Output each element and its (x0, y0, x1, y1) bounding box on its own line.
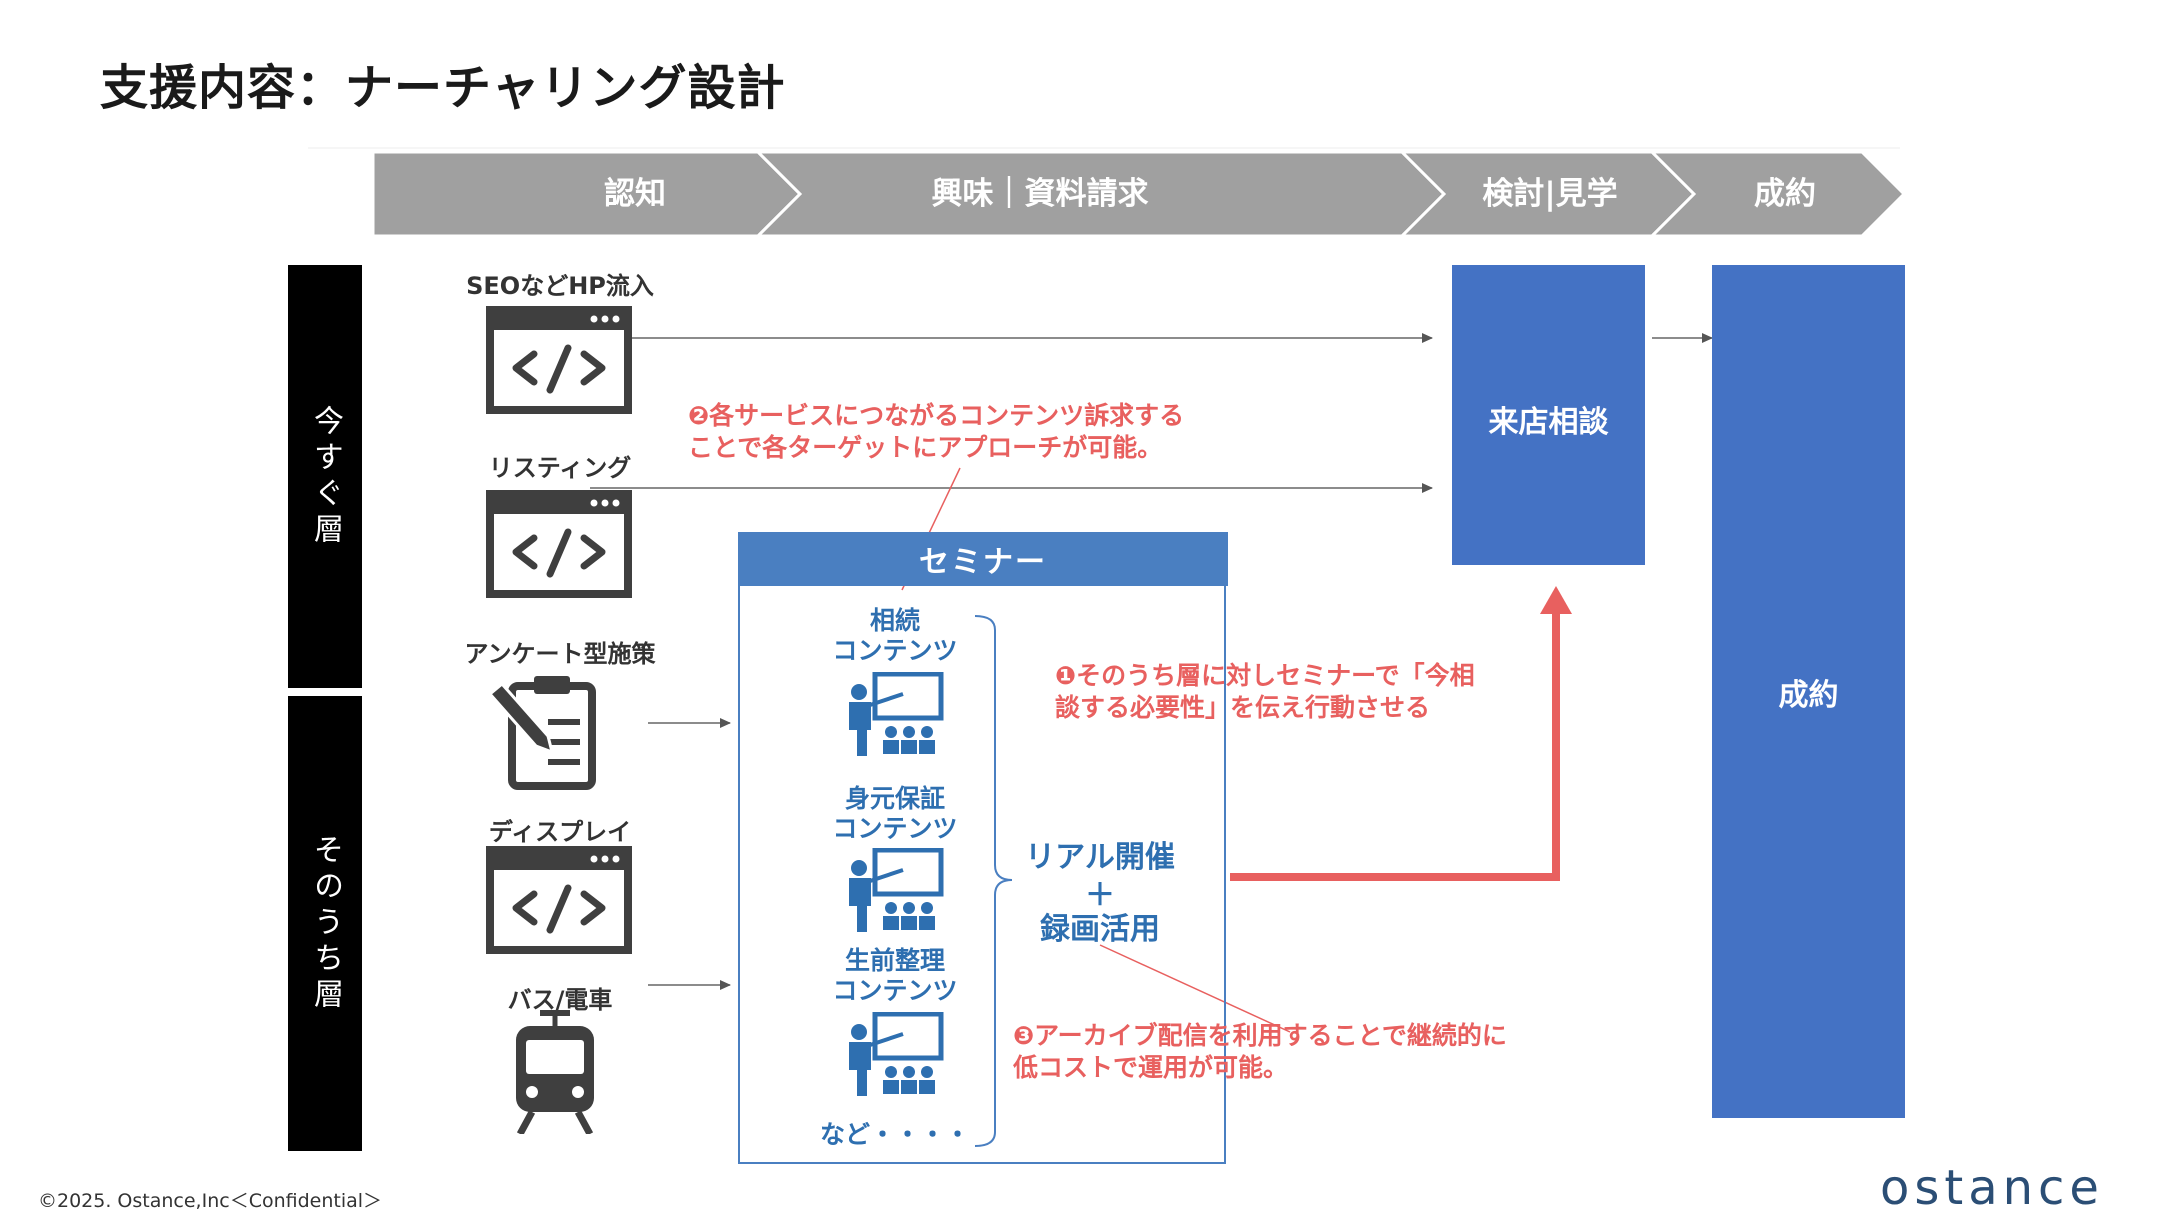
stage-chevrons (371, 150, 1907, 238)
channel-label-bus: バス/電車 (507, 986, 613, 1014)
seminar-item-cleanup: 生前整理 コンテンツ (832, 946, 958, 1005)
seminar-panel (738, 586, 1226, 1164)
recording-label: 録画活用 (1040, 912, 1160, 947)
channel-label-seo: SEOなどHP流入 (466, 272, 654, 300)
seminar-item-etc: など・・・・ (819, 1120, 970, 1149)
code-window-icon (486, 846, 632, 954)
stage-label-consider: 検討|見学 (1482, 176, 1618, 212)
stage-label-interest: 興味｜資料請求 (931, 176, 1149, 212)
survey-pencil-icon (488, 676, 596, 790)
code-window-icon (486, 306, 632, 414)
note-1: ❶そのうち層に対しセミナーで「今相 談する必要性」を伝え行動させる (1055, 661, 1475, 722)
real-event-label: リアル開催 (1025, 840, 1175, 875)
code-window-icon (486, 490, 632, 598)
stage-label-awareness: 認知 (604, 176, 666, 212)
seminar-bracket (974, 615, 1013, 1147)
contract-box: 成約 (1712, 265, 1905, 1118)
note-3: ❸アーカイブ配信を利用することで継続的に 低コストで運用が可能。 (1013, 1021, 1507, 1082)
train-icon (516, 1010, 594, 1134)
channel-label-survey: アンケート型施策 (464, 640, 656, 668)
note-2: ❷各サービスにつながるコンテンツ訴求する ことで各ターゲットにアプローチが可能。 (688, 401, 1185, 462)
channel-label-listing: リスティング (488, 454, 632, 482)
consult-box: 来店相談 (1452, 265, 1645, 565)
stage-label-contract: 成約 (1754, 176, 1816, 212)
presenter-icon (849, 848, 944, 932)
seminar-item-inheritance: 相続 コンテンツ (832, 606, 958, 665)
red-arrow-seminar-consult (1230, 612, 1560, 881)
channel-label-display: ディスプレイ (488, 818, 632, 846)
footer-copyright: ©2025. Ostance,Inc＜Confidential＞ (38, 1190, 383, 1212)
stage-chevron-4 (1648, 150, 1907, 238)
plus-sign: ＋ (1085, 878, 1115, 913)
page-title: 支援内容：ナーチャリング設計 (100, 60, 786, 116)
presenter-icon (849, 672, 944, 756)
presenter-icon (849, 1012, 944, 1096)
brand-logo: ostance (1880, 1160, 2104, 1216)
layer-later: そのうち層 (288, 696, 362, 1151)
layer-now: 今すぐ層 (288, 265, 362, 688)
seminar-item-guarantee: 身元保証 コンテンツ (832, 784, 958, 843)
seminar-title: セミナー (738, 532, 1228, 586)
callout-line-n3 (1099, 944, 1291, 1033)
